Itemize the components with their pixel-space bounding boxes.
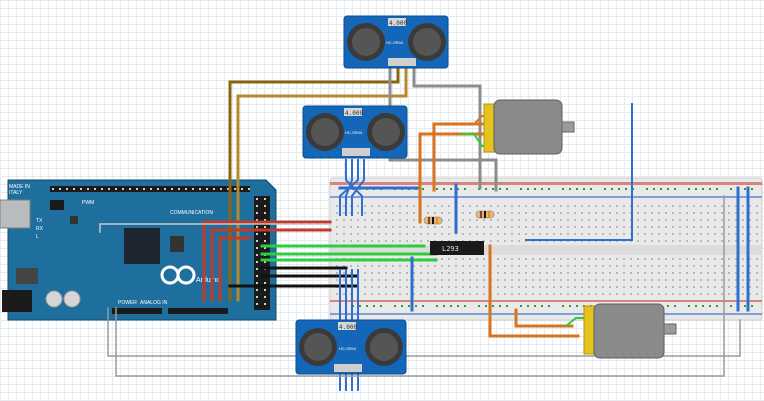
arduino-brand-text: Arduino: [196, 277, 220, 284]
analog-header: [168, 308, 228, 314]
microcontroller-chip: [124, 228, 160, 264]
wire-orange-4: [514, 308, 574, 328]
country-text: ITALY: [9, 190, 23, 196]
wire-gray-1: [412, 66, 482, 190]
sensor-middle-model: HC-SR04: [345, 130, 363, 135]
sensor-bottom-crystal: 4.000: [339, 324, 357, 331]
resistor-2: [475, 210, 495, 219]
dc-motor-bottom: [583, 303, 677, 359]
power-label: POWER: [118, 300, 137, 306]
dc-motor-top: [483, 99, 575, 155]
power-header: [112, 308, 162, 314]
wire-orange-3: [488, 244, 580, 338]
l293-ic: L293: [430, 241, 484, 255]
breadboard-holes: [336, 205, 758, 295]
arduino-board: MADE IN ITALY PWM COMMUNICATION Arduino …: [0, 179, 277, 321]
arduino-pin-labels: [52, 188, 266, 305]
wire-blue-7: [525, 103, 633, 241]
ultrasonic-sensor-bottom: 4.000 HC-SR04: [295, 319, 407, 375]
power-jack: [2, 290, 32, 312]
breadboard: [329, 177, 763, 321]
ultrasonic-sensor-top: 4.000 HC-SR04: [343, 15, 449, 69]
sensor-top-crystal: 4.000: [389, 20, 407, 27]
voltage-regulator: [16, 268, 38, 284]
sensor-middle-crystal: 4.000: [345, 110, 363, 117]
wire-red-2: [210, 228, 332, 302]
ic-label: L293: [442, 245, 459, 253]
wire-brown-1: [228, 66, 400, 302]
wire-brown-2: [236, 66, 408, 302]
wires: [99, 66, 750, 391]
wire-gray-loop-1: [107, 307, 741, 357]
ultrasonic-sensor-middle: 4.000 HC-SR04: [302, 105, 408, 159]
communication-label: COMMUNICATION: [170, 210, 213, 216]
analog-in-label: ANALOG IN: [140, 300, 168, 306]
rx-label: RX: [36, 226, 44, 232]
resistor-1: [423, 216, 443, 225]
arduino-logo: [160, 265, 196, 285]
l-led-label: L: [36, 234, 39, 240]
sensor-top-model: HC-SR04: [386, 40, 404, 45]
icsp-header: [50, 200, 64, 210]
wire-red-1: [202, 220, 332, 302]
capacitor-2: [63, 290, 81, 308]
usb-port: [0, 199, 31, 229]
wire-gray-loop-2: [115, 195, 725, 377]
made-in-text: MADE IN: [9, 184, 30, 190]
capacitor-1: [45, 290, 63, 308]
wire-gray-loop-3: [99, 223, 331, 233]
tx-label: TX: [36, 218, 43, 224]
wire-red-3: [218, 236, 252, 302]
pwm-label: PWM: [82, 200, 94, 206]
sensor-bottom-model: HC-SR04: [339, 346, 357, 351]
